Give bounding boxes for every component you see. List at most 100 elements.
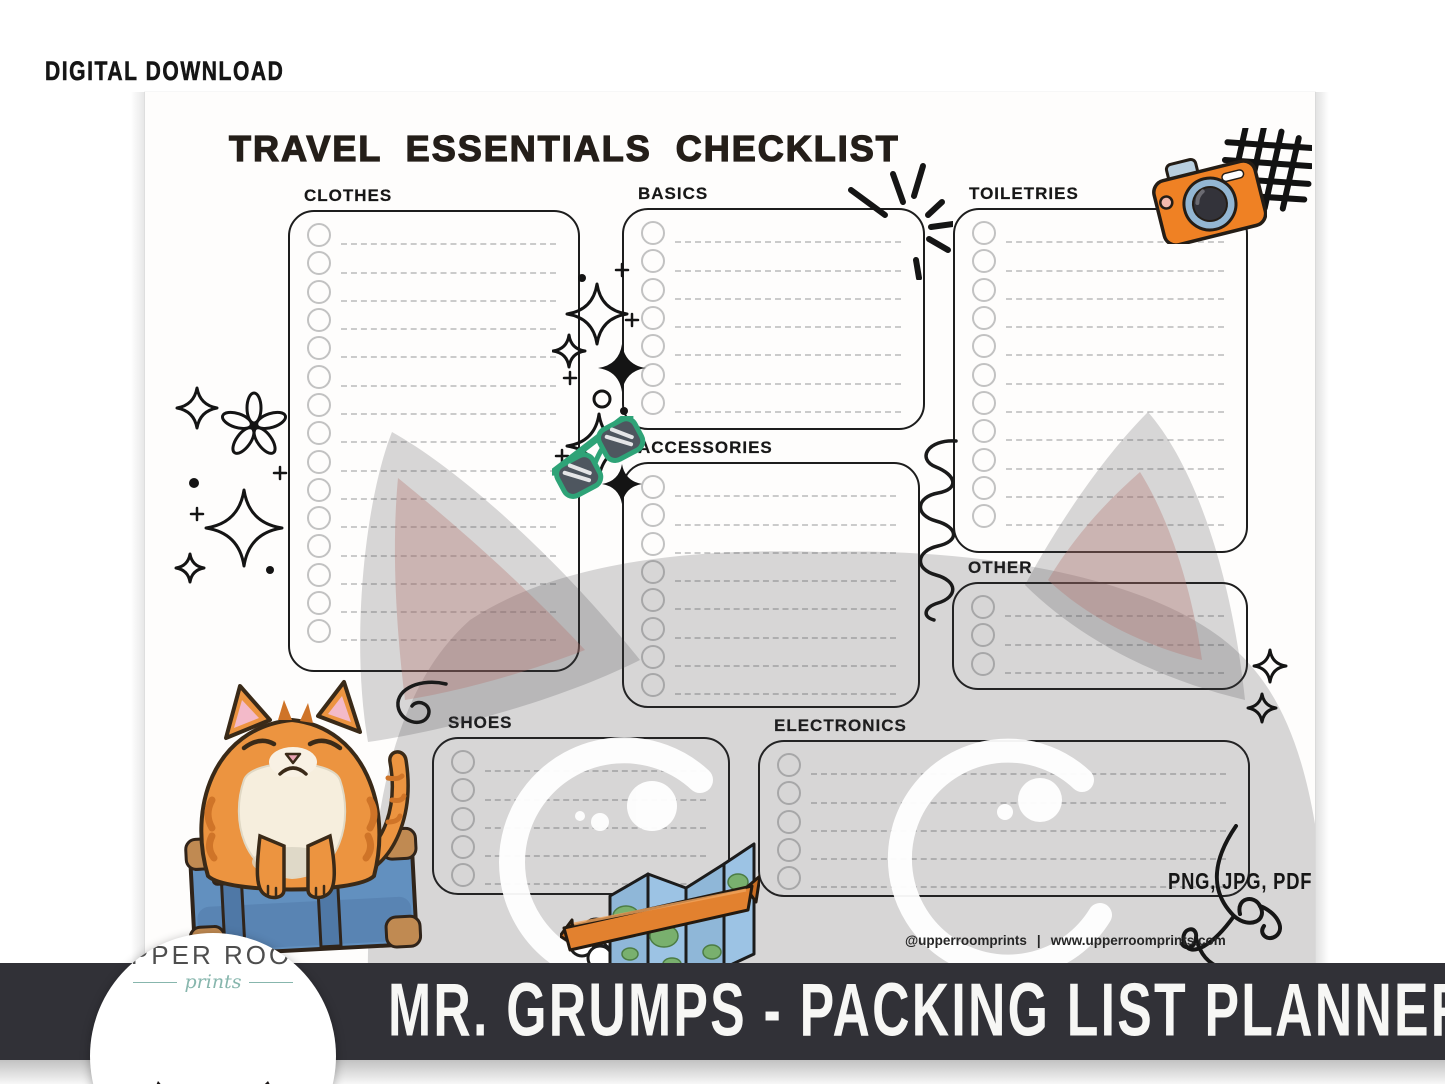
checkbox-circle <box>641 249 665 274</box>
check-row <box>290 278 578 306</box>
section-toiletries-header: toiletries <box>969 178 1079 205</box>
check-row <box>290 306 578 334</box>
check-row <box>290 589 578 617</box>
checkbox-circle <box>777 809 801 834</box>
section-shoes-box <box>432 737 730 895</box>
checkbox-circle <box>972 504 996 529</box>
check-row <box>954 593 1246 621</box>
checkbox-circle <box>451 806 475 831</box>
checkbox-circle <box>307 308 331 333</box>
logo-cat-icon <box>156 1081 270 1084</box>
check-row <box>954 621 1246 649</box>
write-line <box>485 826 706 829</box>
section-shoes: shoes <box>432 707 730 895</box>
section-other: other <box>952 552 1248 690</box>
check-row <box>290 362 578 390</box>
checkbox-circle <box>307 534 331 559</box>
check-row <box>955 304 1246 332</box>
write-line <box>1006 354 1224 357</box>
write-line <box>675 636 896 639</box>
checkbox-circle <box>307 392 331 417</box>
file-formats-note: PNG, JPG, PDF <box>1168 868 1313 894</box>
check-row <box>624 473 918 501</box>
check-row <box>955 417 1246 445</box>
checkbox-circle <box>307 591 331 615</box>
checkbox-circle <box>971 651 995 676</box>
write-line <box>341 271 556 274</box>
checkbox-circle <box>972 419 996 444</box>
section-basics: basics <box>622 178 925 430</box>
check-row <box>624 614 918 642</box>
check-row <box>955 389 1246 417</box>
write-line <box>1006 269 1224 272</box>
checkbox-circle <box>307 619 331 644</box>
checkbox-circle <box>451 778 475 803</box>
write-line <box>1006 297 1224 300</box>
checkbox-circle <box>641 221 665 246</box>
checkbox-circle <box>307 477 331 502</box>
section-accessories-box <box>622 462 920 708</box>
check-row <box>290 419 578 447</box>
write-line <box>1006 241 1224 244</box>
checkbox-circle <box>641 503 665 528</box>
write-line <box>1005 643 1224 646</box>
check-row <box>954 650 1246 678</box>
banner-title: MR. GRUMPS - PACKING LIST PLANNER <box>388 966 1445 1052</box>
write-line <box>1006 326 1224 329</box>
checkbox-circle <box>971 623 995 648</box>
check-row <box>760 836 1248 864</box>
check-row <box>290 476 578 504</box>
write-line <box>341 611 556 614</box>
checkbox-circle <box>641 306 665 331</box>
checkbox-circle <box>972 277 996 302</box>
section-clothes-box <box>288 210 580 672</box>
write-line <box>341 299 556 302</box>
checkbox-circle <box>641 277 665 302</box>
section-clothes-header: clothes <box>304 180 393 207</box>
checkbox-circle <box>777 753 801 778</box>
section-other-header: other <box>968 552 1033 579</box>
write-line <box>675 354 901 357</box>
write-line <box>811 858 1226 861</box>
checkbox-circle <box>777 838 801 863</box>
write-line <box>341 582 556 585</box>
checkbox-circle <box>451 835 475 860</box>
checkbox-circle <box>641 334 665 359</box>
write-line <box>485 883 706 886</box>
right-rule <box>249 981 294 983</box>
checkbox-circle <box>971 595 995 620</box>
checkbox-circle <box>307 449 331 474</box>
checkbox-circle <box>641 588 665 613</box>
write-line <box>341 497 556 500</box>
write-line <box>675 608 896 611</box>
page-title: TRAVEL ESSENTIALS CHECKLIST <box>228 127 900 169</box>
check-row <box>624 558 918 586</box>
check-row <box>624 671 918 699</box>
check-row <box>290 532 578 560</box>
write-line <box>675 269 901 272</box>
check-row <box>624 304 923 332</box>
write-line <box>675 665 896 668</box>
checkbox-circle <box>307 562 331 587</box>
check-row <box>290 617 578 645</box>
write-line <box>811 801 1226 804</box>
digital-download-badge: DIGITAL DOWNLOAD <box>45 56 285 87</box>
section-electronics-header: electronics <box>774 710 907 737</box>
write-line <box>675 693 896 696</box>
write-line <box>485 798 706 801</box>
section-basics-box <box>622 208 925 430</box>
check-row <box>955 247 1246 275</box>
check-row <box>955 276 1246 304</box>
page-left-shadow <box>131 92 145 963</box>
page-right-shadow <box>1315 92 1329 963</box>
brand-subname: prints <box>184 971 242 993</box>
check-row <box>624 530 918 558</box>
write-line <box>675 382 901 385</box>
write-line <box>341 441 556 444</box>
check-row <box>955 502 1246 530</box>
check-row <box>434 833 728 861</box>
checkbox-circle <box>307 223 331 248</box>
check-row <box>955 445 1246 473</box>
write-line <box>341 356 556 359</box>
